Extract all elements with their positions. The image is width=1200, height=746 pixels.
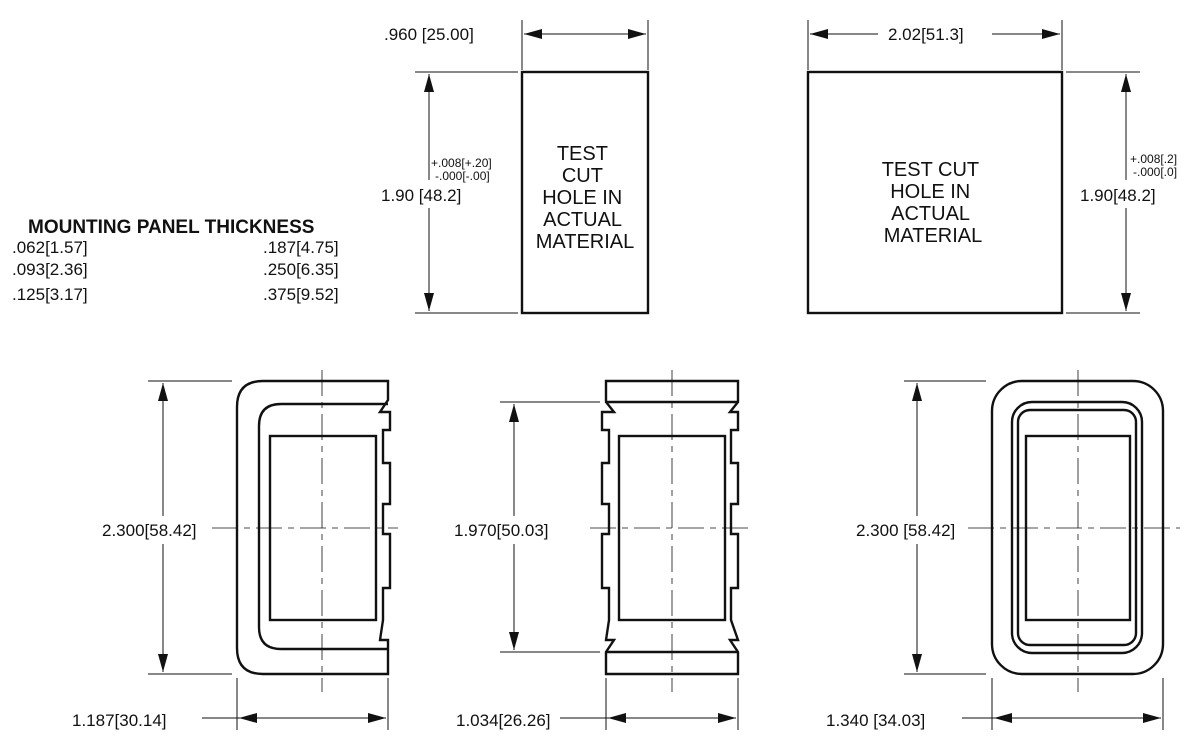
thickness-value: .093[2.36]: [12, 260, 88, 279]
height-label: 1.90[48.2]: [1080, 186, 1156, 205]
width-label: 1.187[30.14]: [72, 711, 167, 730]
panel-outline: [235, 379, 392, 676]
top-right-cutout: 2.02[51.3] 1.90[48.2] +.008[.2] -.000[.0…: [806, 20, 1177, 315]
panel-outline: [600, 379, 740, 676]
tolerance-plus: +.008[.2]: [1130, 152, 1177, 166]
thickness-value: .250[6.35]: [263, 260, 339, 279]
cutout-rect: [520, 70, 650, 315]
inner-bezel: [257, 402, 388, 651]
cutout-text: TEST CUT HOLE IN ACTUAL MATERIAL: [536, 143, 635, 253]
thickness-value: .375[9.52]: [263, 285, 339, 304]
bottom-right-panel: 2.300 [58.42] 1.340 [34.03]: [826, 370, 1180, 730]
tolerance-plus: +.008[+.20]: [431, 156, 492, 170]
tolerance-minus: -.000[.0]: [1133, 165, 1177, 179]
height-label: 2.300 [58.42]: [856, 521, 955, 540]
inner-bezel: [1010, 400, 1144, 655]
mounting-panel-heading: MOUNTING PANEL THICKNESS: [28, 217, 314, 238]
width-label: 1.034[26.26]: [456, 711, 551, 730]
height-label: 1.970[50.03]: [454, 521, 549, 540]
thickness-value: .187[4.75]: [263, 238, 339, 257]
panel-outline: [990, 379, 1165, 676]
cutout-text: TEST CUT HOLE IN ACTUAL MATERIAL: [882, 159, 985, 247]
bottom-center-panel: 1.970[50.03] 1.034[26.26]: [454, 370, 752, 730]
width-label: .960 [25.00]: [384, 25, 474, 44]
width-label: 1.340 [34.03]: [826, 711, 925, 730]
thickness-value: .125[3.17]: [12, 285, 88, 304]
width-label: 2.02[51.3]: [888, 25, 964, 44]
tolerance-minus: -.000[-.00]: [435, 169, 490, 183]
thickness-value: .062[1.57]: [12, 238, 88, 257]
top-left-cutout: .960 [25.00] 1.90 [48.2] +.008[+.20] -.0…: [381, 20, 650, 315]
height-label: 1.90 [48.2]: [381, 186, 461, 205]
mounting-panel-thickness: MOUNTING PANEL THICKNESS .062[1.57] .093…: [12, 217, 339, 304]
cutout-rect: [806, 70, 1064, 315]
bottom-left-panel: 2.300[58.42] 1.187[30.14]: [72, 370, 398, 730]
height-label: 2.300[58.42]: [102, 521, 197, 540]
inner-bezel-2: [1016, 408, 1138, 647]
